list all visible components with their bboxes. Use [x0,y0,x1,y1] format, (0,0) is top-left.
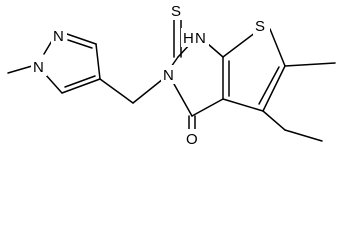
bond-ethyl-ch3 [284,129,323,142]
bond-c5-n1 [44,73,63,94]
substituents [262,62,336,142]
bond-c4-c5-double [64,75,96,88]
bond-c4-c5 [61,78,101,94]
atom-n1: N [195,30,206,47]
bond-c6-c5-double [258,66,280,105]
atom-n-pyrazole: N [53,28,64,45]
bond-ch2-n3 [132,78,164,104]
atom-labels: N N S H N S N O [31,1,270,148]
bond-c5-c4a [222,98,264,112]
bond-c4-ch2 [99,78,134,104]
atom-n-methyl-pyrazole: N [33,59,44,76]
bond-n1-methyl [7,65,33,74]
methylene-linker [99,78,164,104]
pyrazole-ring [7,33,101,94]
atom-h: H [183,30,194,47]
atom-s-thioxo: S [171,3,181,20]
thiophene-ring [222,28,286,112]
bond-c6-methyl [284,62,336,67]
atom-o-carbonyl: O [186,131,198,148]
bond-c7a-s [222,31,257,58]
bond-c6-c5 [262,65,286,112]
bond-c4-n3 [173,83,193,117]
pyrimidine-ring [170,19,224,133]
bond-c4a-c4 [191,98,224,117]
bond-n2-c3 [66,33,97,45]
atom-n3: N [163,67,174,84]
bond-n2-c3-double [67,39,93,49]
bond-s-c6 [269,28,286,67]
atom-s-thiophene: S [255,18,265,35]
bond-c5-ethyl-ch2 [262,110,286,131]
molecule-structure: N N S H N S N O [7,1,336,148]
bond-c3-c4 [95,43,101,80]
structure-canvas: N N S H N S N O [7,1,336,148]
bond-n1-c7a [207,43,224,58]
